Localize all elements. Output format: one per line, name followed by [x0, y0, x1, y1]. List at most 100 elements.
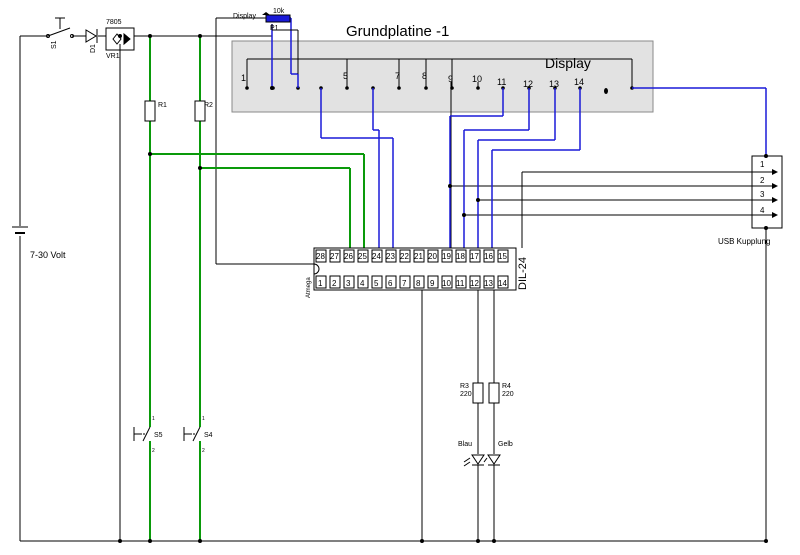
ic-pin-10: 10 — [442, 279, 451, 288]
display-pin-dots — [245, 86, 634, 90]
ic-pin-24: 24 — [372, 252, 381, 261]
display-pin-5: 5 — [343, 71, 348, 81]
display-pin-13: 13 — [549, 79, 559, 89]
ic-pin-12: 12 — [470, 279, 479, 288]
display-pin-1: 1 — [241, 73, 246, 83]
ic-pin-8: 8 — [416, 279, 421, 288]
ic-top-pin-numbers: 28 27 26 25 24 23 22 21 20 19 18 17 16 1… — [316, 252, 507, 261]
ic-notch — [313, 263, 320, 275]
ic-bottom-pin-numbers: 1 2 3 4 5 6 7 8 9 10 11 12 13 14 — [318, 279, 507, 288]
display-pin-numbers: 1 5 7 8 9 10 11 12 13 14 — [241, 71, 584, 89]
ic-pin-22: 22 — [400, 252, 409, 261]
display-module — [231, 40, 654, 113]
junction-dots — [118, 34, 768, 543]
battery-symbol — [12, 226, 28, 234]
regulator-ref: VR1 — [106, 53, 120, 60]
button-s4-symbol — [183, 426, 201, 442]
ic-pin-7: 7 — [402, 279, 407, 288]
display-pin-7: 7 — [395, 71, 400, 81]
signal-wiring-blue — [271, 17, 767, 248]
usb-pin-1: 1 — [760, 160, 765, 169]
ic-pin-5: 5 — [374, 279, 379, 288]
pot-value: 10k — [273, 8, 285, 15]
button-s5-symbol — [133, 426, 151, 442]
ic-package-label: DIL-24 — [517, 257, 529, 290]
switch-s1-label: S1 — [51, 40, 58, 49]
resistor-r4 — [488, 382, 500, 404]
display-internal-wiring — [246, 58, 633, 88]
resistor-r2-label: R2 — [204, 102, 213, 109]
ic-pin-25: 25 — [358, 252, 367, 261]
resistor-r3-label: R3 — [460, 383, 469, 390]
ic-pin-3: 3 — [346, 279, 351, 288]
s5-terminal-2: 2 — [152, 448, 155, 454]
display-pin-14: 14 — [574, 77, 584, 87]
usb-internal-lines — [752, 171, 772, 216]
ic-pin-14: 14 — [498, 279, 507, 288]
pot-wiper-wiring — [271, 24, 299, 74]
led-blau-label: Blau — [458, 441, 472, 448]
s5-terminal-1: 1 — [152, 416, 155, 422]
resistor-r3-value: 220 — [460, 391, 472, 398]
ic-pin-15: 15 — [498, 252, 507, 261]
usb-pin-numbers: 1 2 3 4 — [760, 160, 765, 215]
usb-label: USB Kupplung — [718, 237, 770, 246]
battery-label: 7-30 Volt — [30, 250, 66, 260]
button-s4-label: S4 — [204, 432, 213, 439]
ic-pin-13: 13 — [484, 279, 493, 288]
pot-label: Display — [233, 13, 256, 20]
resistor-r2 — [194, 100, 206, 122]
ic-name-label: Atmega — [306, 277, 312, 298]
display-pin-9: 9 — [448, 74, 453, 84]
diode-d1-label: D1 — [90, 44, 97, 53]
button-s5-label: S5 — [154, 432, 163, 439]
usb-pin-arrows — [772, 169, 778, 218]
ic-pin-9: 9 — [430, 279, 435, 288]
resistor-r4-label: R4 — [502, 383, 511, 390]
diode-d1-symbol — [85, 29, 98, 43]
ic-pin-16: 16 — [484, 252, 493, 261]
board-title: Grundplatine -1 — [346, 23, 449, 40]
ic-pin-18: 18 — [456, 252, 465, 261]
display-label: Display — [545, 55, 591, 71]
ic-pin-26: 26 — [344, 252, 353, 261]
regulator-type: 7805 — [106, 19, 122, 26]
ic-pin-21: 21 — [414, 252, 423, 261]
display-pin-11: 11 — [497, 77, 506, 87]
ic-pin-19: 19 — [442, 252, 451, 261]
pot-name: P1 — [270, 25, 279, 32]
s4-terminal-1: 1 — [202, 416, 205, 422]
ic-pin-20: 20 — [428, 252, 437, 261]
display-pin-10: 10 — [472, 74, 482, 84]
power-wiring — [19, 17, 767, 542]
ic-pin-17: 17 — [470, 252, 479, 261]
button-wiring — [149, 36, 365, 541]
usb-pin-4: 4 — [760, 206, 765, 215]
display-marker-dot — [604, 88, 608, 94]
ic-pin-4: 4 — [360, 279, 365, 288]
led-gelb-label: Gelb — [498, 441, 513, 448]
ic-pin-11: 11 — [456, 279, 465, 288]
ic-pin-1: 1 — [318, 279, 323, 288]
resistor-r4-value: 220 — [502, 391, 514, 398]
led-gelb-symbol — [483, 454, 501, 466]
resistor-r1-label: R1 — [158, 102, 167, 109]
ic-pin-2: 2 — [332, 279, 337, 288]
display-pin-12: 12 — [523, 79, 533, 89]
usb-connector — [751, 155, 783, 229]
usb-pin-2: 2 — [760, 176, 765, 185]
ic-pin-27: 27 — [330, 252, 339, 261]
s4-terminal-2: 2 — [202, 448, 205, 454]
potentiometer-p1 — [265, 14, 291, 23]
resistor-r3 — [472, 382, 484, 404]
ic-pin-6: 6 — [388, 279, 393, 288]
ic-pin-23: 23 — [386, 252, 395, 261]
led-blau-symbol — [463, 454, 485, 467]
ic-pin-28: 28 — [316, 252, 325, 261]
resistor-r1 — [144, 100, 156, 122]
button-terminal-marks: 1 2 1 2 — [152, 416, 205, 454]
switch-s1-symbol — [46, 17, 74, 38]
display-pin-8: 8 — [422, 71, 427, 81]
ic-body — [313, 247, 517, 291]
